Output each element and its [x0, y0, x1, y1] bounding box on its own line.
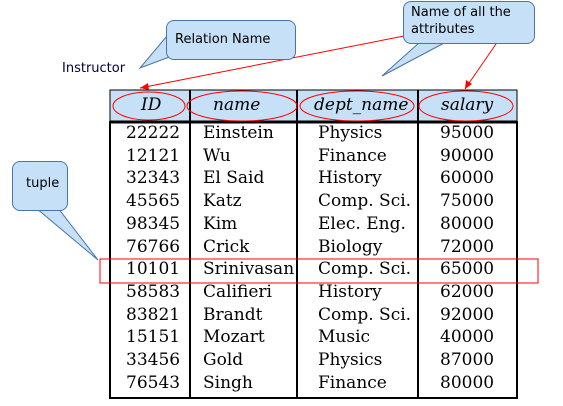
attributes-callout: Name of all the attributes — [403, 1, 535, 44]
attributes-callout-line: attributes — [411, 22, 475, 37]
cell-salary: 40000 — [440, 327, 495, 348]
tuple-callout: tuple — [12, 161, 68, 211]
relation-name-callout: Relation Name — [166, 20, 296, 60]
attribute-ellipse — [186, 90, 298, 122]
attributes-callout-line: Name of all the — [411, 5, 511, 20]
cell-id: 45565 — [126, 191, 181, 212]
cell-name: Einstein — [203, 123, 274, 143]
cell-id: 10101 — [126, 259, 181, 280]
cell-dept-name: Physics — [318, 350, 383, 370]
attribute-ellipse — [299, 90, 415, 122]
column-header-dept-name: dept_name — [314, 95, 409, 115]
cell-name: Gold — [203, 350, 244, 370]
cell-name: Brandt — [203, 304, 263, 325]
relation-name-label: Instructor — [62, 61, 126, 76]
attribute-arrow — [139, 35, 405, 89]
cell-id: 33456 — [126, 350, 181, 370]
attribute-arrowhead — [465, 80, 472, 89]
cell-id: 12121 — [126, 145, 181, 166]
cell-salary: 92000 — [440, 304, 495, 325]
cell-salary: 87000 — [440, 350, 495, 370]
header-row — [109, 89, 518, 123]
cell-dept-name: Comp. Sci. — [318, 304, 412, 325]
cell-name: Califieri — [203, 281, 272, 302]
cell-salary: 80000 — [440, 213, 495, 234]
cell-salary: 65000 — [440, 259, 495, 280]
cell-salary: 90000 — [440, 145, 495, 166]
cell-id: 83821 — [126, 304, 181, 325]
tuple-callout-tail — [34, 207, 99, 261]
attribute-ellipse — [418, 90, 514, 122]
cell-dept-name: Elec. Eng. — [318, 213, 406, 234]
cell-salary: 72000 — [440, 236, 495, 257]
cell-id: 32343 — [126, 168, 181, 189]
attribute-arrow — [464, 43, 497, 90]
attribute-arrowhead — [140, 83, 149, 90]
tuple-callout-text: tuple — [26, 176, 60, 191]
cell-id: 15151 — [126, 327, 181, 348]
cell-dept-name: Comp. Sci. — [318, 259, 412, 280]
cell-dept-name: Music — [318, 327, 371, 348]
cell-id: 76766 — [126, 236, 181, 257]
cell-salary: 62000 — [440, 281, 495, 302]
cell-dept-name: Finance — [318, 145, 387, 166]
cell-name: Wu — [203, 145, 231, 166]
attributes-callout-tail — [381, 41, 447, 77]
column-header-id: ID — [141, 95, 162, 115]
cell-dept-name: Finance — [318, 372, 387, 393]
cell-salary: 60000 — [440, 168, 495, 189]
cell-name: El Said — [203, 168, 265, 189]
cell-name: Singh — [203, 372, 253, 393]
cell-dept-name: History — [318, 168, 382, 189]
cell-name: Katz — [203, 191, 242, 212]
cell-id: 76543 — [126, 372, 181, 393]
cell-dept-name: Physics — [318, 123, 383, 143]
cell-dept-name: History — [318, 281, 382, 302]
cell-salary: 80000 — [440, 372, 495, 393]
cell-salary: 95000 — [440, 123, 495, 143]
column-header-salary: salary — [441, 95, 494, 115]
cell-name: Mozart — [203, 327, 265, 348]
cell-name: Crick — [203, 236, 250, 257]
cell-salary: 75000 — [440, 191, 495, 212]
relation-callout-text: Relation Name — [175, 32, 271, 47]
attribute-ellipse — [112, 91, 186, 121]
cell-dept-name: Comp. Sci. — [318, 191, 412, 212]
cell-name: Kim — [203, 213, 238, 234]
cell-name: Srinivasan — [203, 259, 295, 280]
tuple-highlight — [99, 258, 539, 284]
cell-dept-name: Biology — [318, 236, 383, 257]
cell-id: 98345 — [126, 213, 181, 234]
cell-id: 58583 — [126, 281, 181, 302]
cell-id: 22222 — [126, 123, 181, 143]
column-header-name: name — [213, 95, 261, 115]
